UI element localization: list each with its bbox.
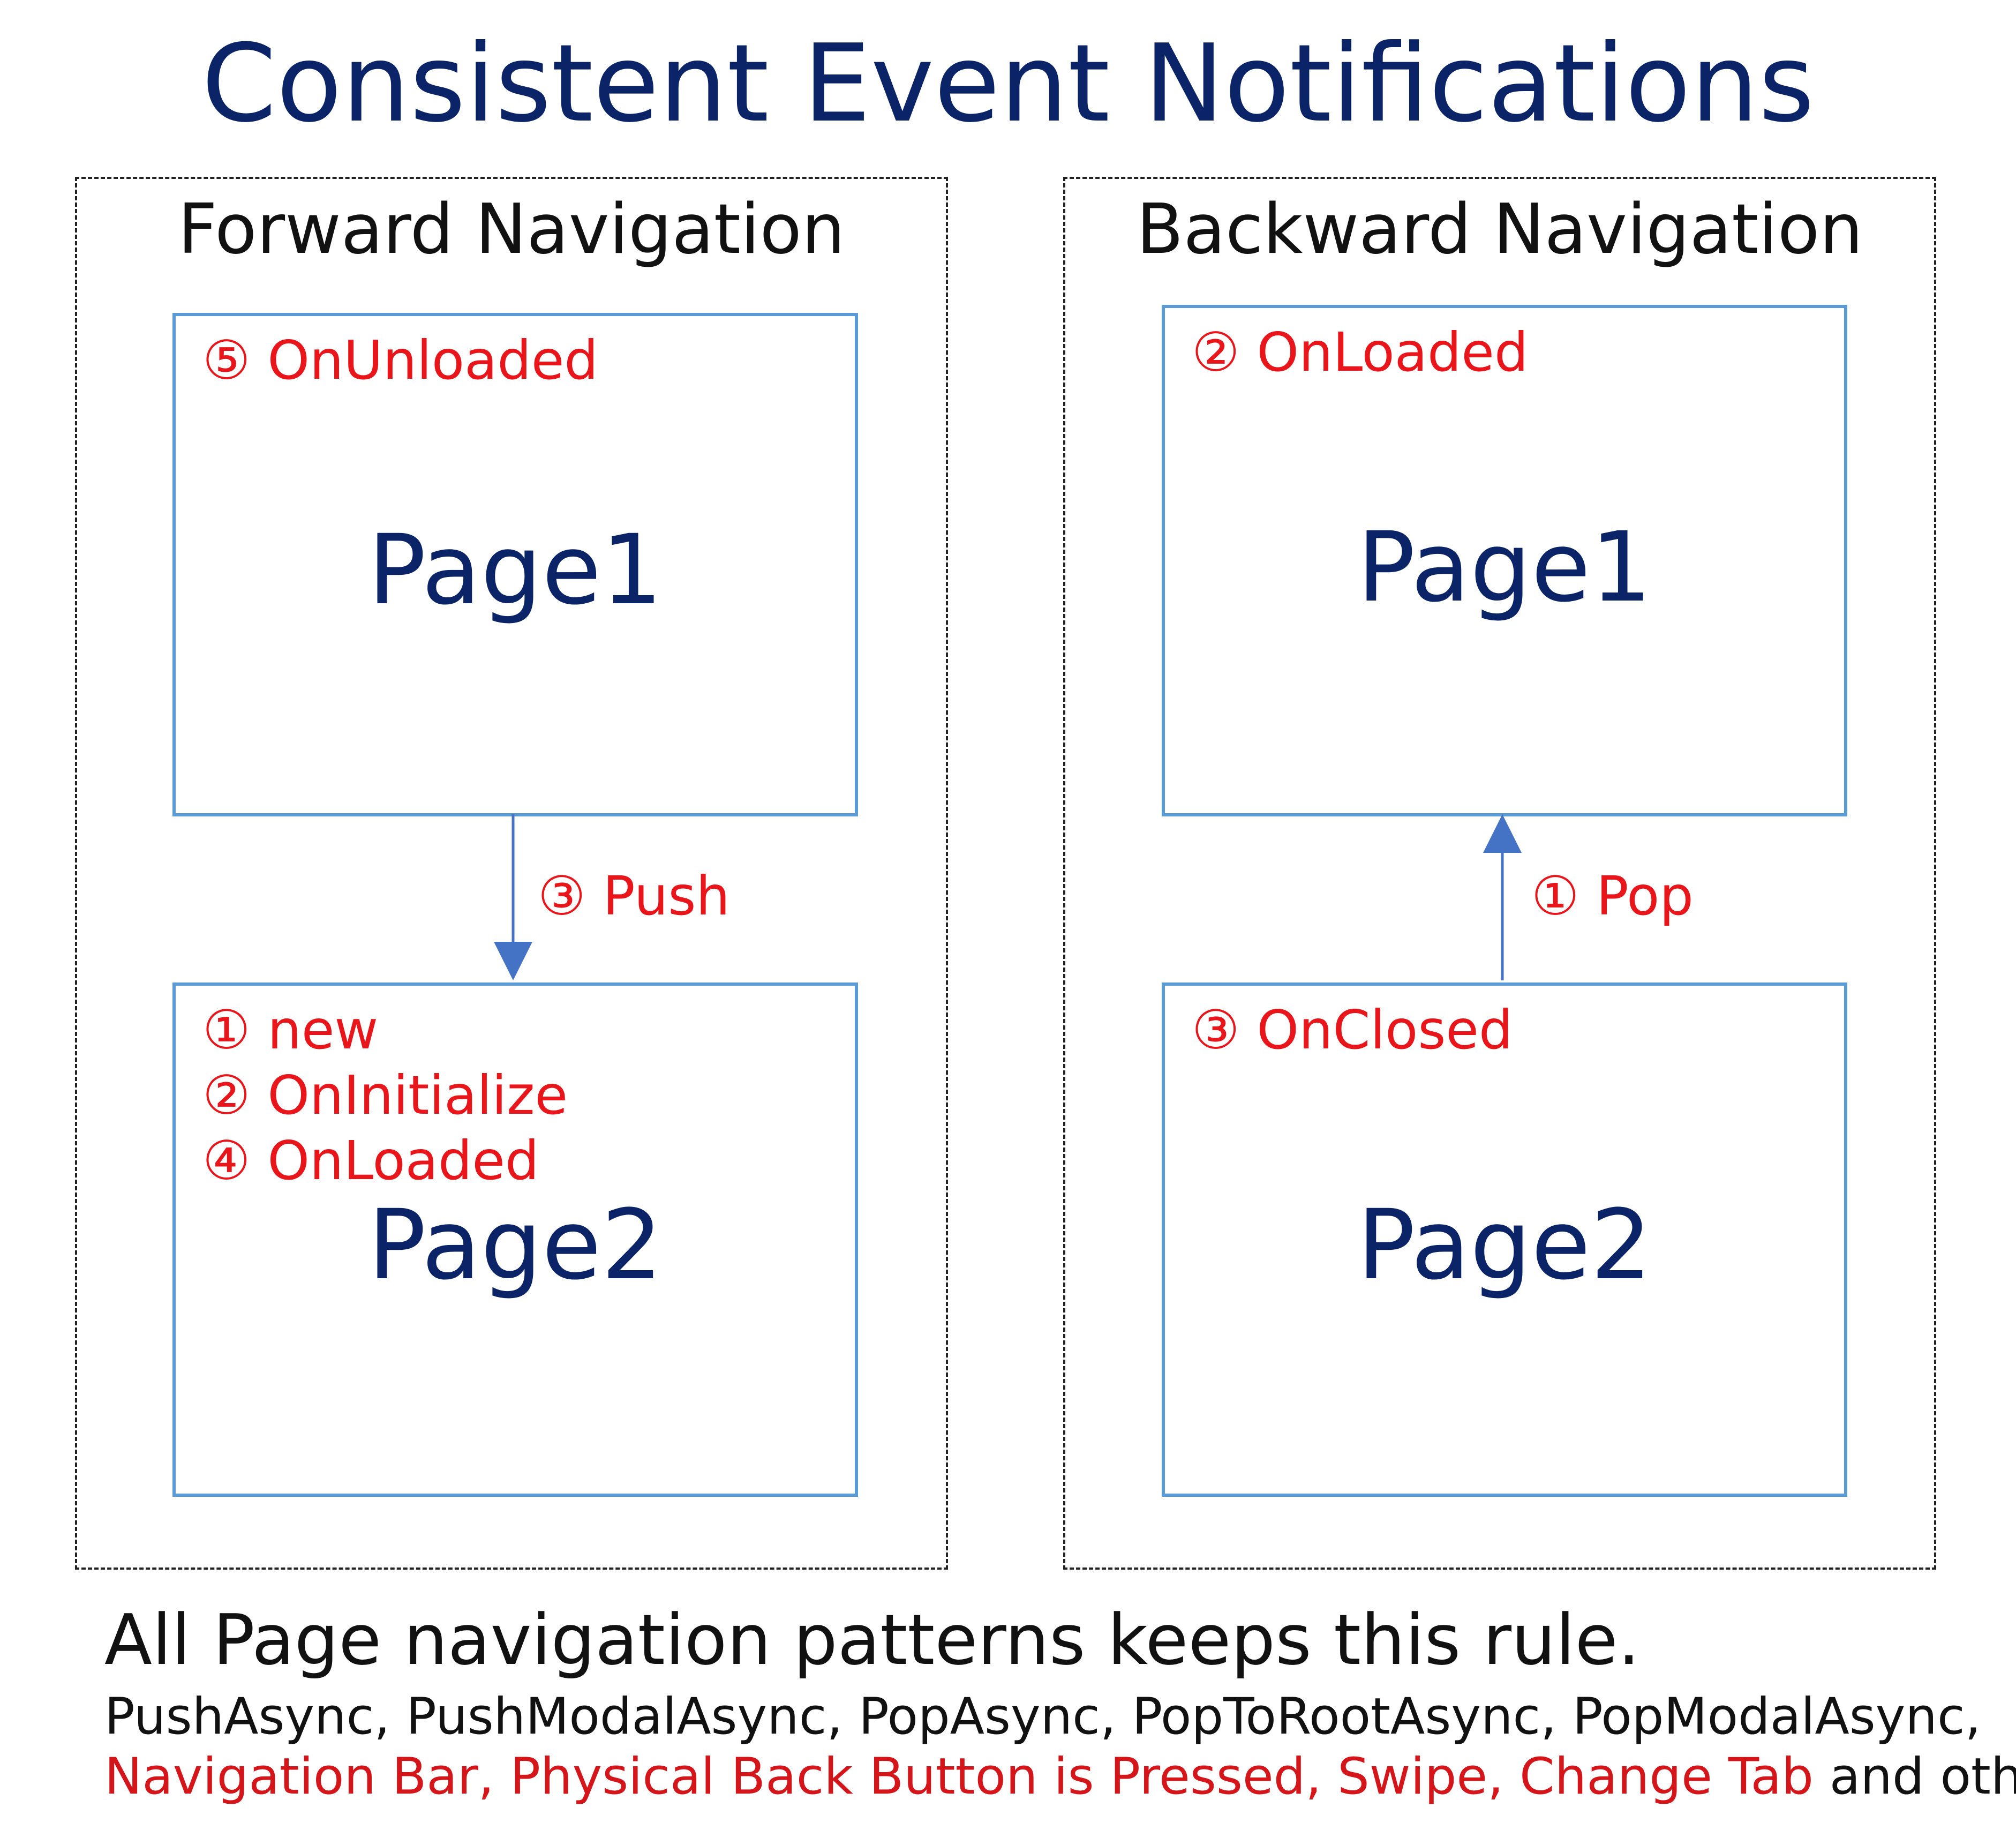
backward-navigation-panel: Backward Navigation ② OnLoaded Page1 ③ O… — [1063, 177, 1936, 1570]
forward-panel-title: Forward Navigation — [178, 190, 845, 269]
forward-page1-name: Page1 — [367, 514, 663, 626]
forward-page2-name: Page2 — [367, 1189, 663, 1301]
footer-methods: PushAsync, PushModalAsync, PopAsync, Pop… — [104, 1688, 1981, 1746]
event-label: ⑤ OnUnloaded — [202, 329, 598, 392]
forward-page1-box: ⑤ OnUnloaded Page1 — [172, 313, 858, 816]
event-label: ② OnLoaded — [1192, 321, 1529, 384]
footer-rule: All Page navigation patterns keeps this … — [104, 1599, 1640, 1681]
forward-page2-box: ① new ② OnInitialize ④ OnLoaded Page2 — [172, 982, 858, 1497]
diagram-title: Consistent Event Notifications — [201, 21, 1815, 146]
pop-arrow — [1483, 814, 1522, 980]
event-label: ② OnInitialize — [202, 1064, 568, 1127]
forward-page2-events: ① new ② OnInitialize ④ OnLoaded — [202, 998, 568, 1194]
footer-tail: and other. — [1829, 1748, 2016, 1806]
backward-page1-name: Page1 — [1357, 512, 1652, 624]
event-label: ① new — [202, 999, 379, 1061]
push-arrow-label: ③ Push — [538, 865, 730, 927]
event-label: ③ OnClosed — [1192, 999, 1513, 1061]
backward-page2-events: ③ OnClosed — [1192, 998, 1513, 1063]
forward-navigation-panel: Forward Navigation ⑤ OnUnloaded Page1 ① … — [75, 177, 948, 1570]
pop-arrow-label: ① Pop — [1531, 865, 1694, 927]
backward-page1-events: ② OnLoaded — [1192, 320, 1528, 385]
forward-page1-events: ⑤ OnUnloaded — [202, 328, 598, 393]
backward-page2-box: ③ OnClosed Page2 — [1162, 982, 1847, 1497]
footer-triggers-line: Navigation Bar, Physical Back Button is … — [104, 1748, 2016, 1806]
footer-triggers: Navigation Bar, Physical Back Button is … — [104, 1748, 1814, 1806]
push-arrow — [494, 814, 532, 980]
backward-page1-box: ② OnLoaded Page1 — [1162, 305, 1847, 816]
backward-panel-title: Backward Navigation — [1136, 190, 1863, 269]
backward-page2-name: Page2 — [1357, 1189, 1652, 1301]
event-label: ④ OnLoaded — [202, 1129, 539, 1192]
